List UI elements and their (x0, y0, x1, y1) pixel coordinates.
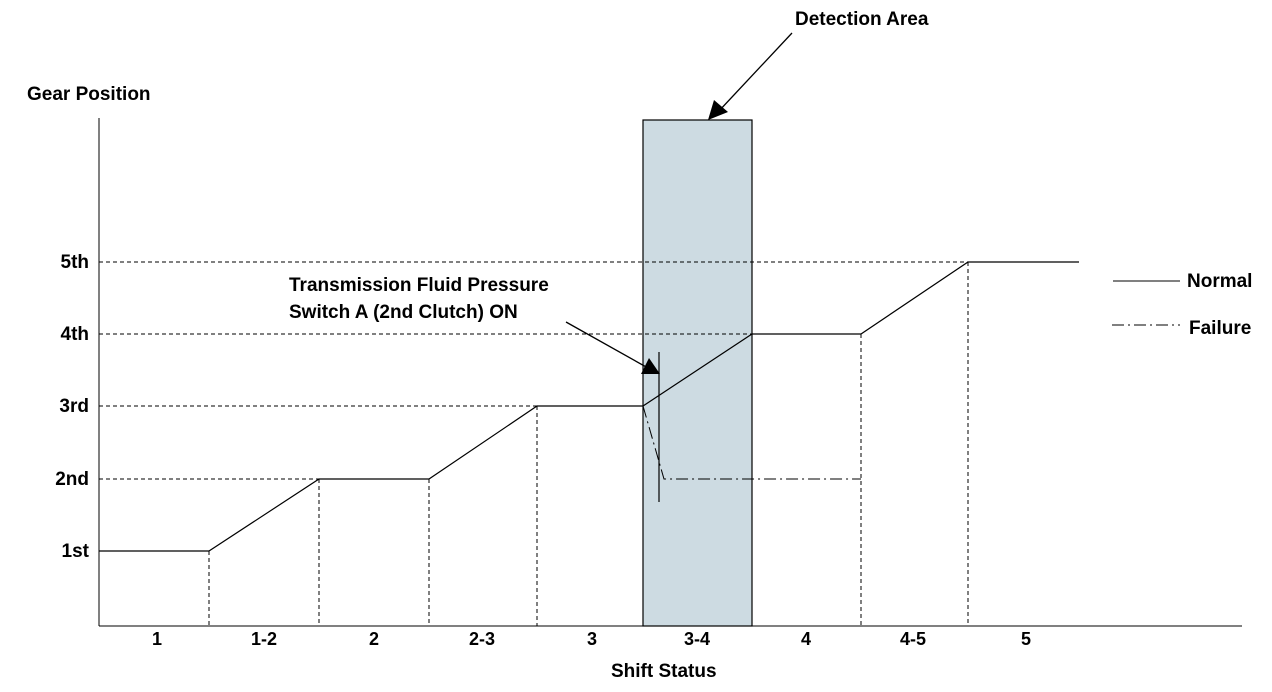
x-axis-title: Shift Status (611, 661, 717, 682)
shift-label-2: 2 (369, 629, 379, 649)
detection-area-box (642, 119, 753, 627)
detection-arrow-shaft (717, 32, 793, 113)
legend-failure-label: Failure (1189, 318, 1251, 339)
gear-label-5th: 5th (61, 252, 90, 273)
shift-label-2-3: 2-3 (469, 629, 495, 649)
gear-label-4th: 4th (61, 324, 90, 345)
shift-label-1-2: 1-2 (251, 629, 277, 649)
detection-area-label: Detection Area (795, 9, 929, 30)
normal-line (99, 261, 1079, 552)
switch-arrow-shaft (565, 321, 649, 369)
shift-label-5: 5 (1021, 629, 1031, 649)
y-axis-title: Gear Position (27, 84, 151, 105)
failure-line (642, 405, 861, 480)
legend-normal-label: Normal (1187, 271, 1252, 292)
gear-label-2nd: 2nd (55, 469, 89, 490)
shift-label-3: 3 (587, 629, 597, 649)
shift-label-3-4: 3-4 (684, 629, 710, 649)
switch-arrow-head (641, 358, 660, 374)
detection-arrow-head (708, 100, 728, 120)
switch-label-line1: Transmission Fluid Pressure (289, 275, 549, 296)
shift-label-1: 1 (152, 629, 162, 649)
gear-label-3rd: 3rd (59, 396, 89, 417)
switch-label-line2: Switch A (2nd Clutch) ON (289, 302, 518, 323)
shift-label-4: 4 (801, 629, 811, 649)
gear-label-1st: 1st (62, 541, 90, 562)
shift-label-4-5: 4-5 (900, 629, 926, 649)
